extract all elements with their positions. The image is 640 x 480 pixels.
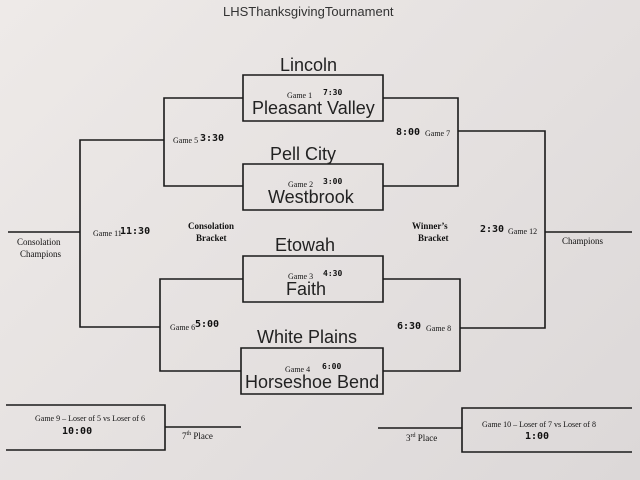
game-label: Game 7 — [425, 129, 451, 138]
game-time: 2:30 — [480, 224, 505, 235]
game-label: Game 11 — [93, 229, 122, 238]
game-label: Game 3 — [288, 272, 314, 281]
place-suffix: rd — [410, 433, 416, 439]
game-label: Game 6 — [170, 323, 196, 332]
game-time: 3:30 — [200, 133, 225, 144]
place-word: Place — [417, 433, 438, 443]
game-label: Game 9 – Loser of 5 vs Loser of 6 — [35, 414, 145, 423]
place-suffix: th — [186, 431, 192, 437]
game10-bracket — [461, 407, 632, 453]
page-title: LHSThanksgivingTournament — [223, 4, 394, 19]
game4-box — [240, 347, 384, 395]
team-name: Pell City — [270, 144, 337, 164]
champions-label: Champions — [562, 236, 604, 246]
game8-bracket — [383, 278, 461, 372]
game7-bracket — [383, 97, 459, 187]
game-time: 8:00 — [396, 127, 421, 138]
game-time: 4:30 — [323, 269, 343, 278]
game6-bracket — [159, 278, 243, 372]
consolation-bracket-label: Consolation — [188, 221, 235, 231]
game-time: 7:30 — [323, 88, 343, 97]
consolation-champions-label: Consolation — [17, 237, 61, 247]
consolation-bracket-label: Bracket — [196, 233, 227, 243]
team-name: Etowah — [275, 235, 336, 255]
seventh-place-label: 7th Place — [182, 431, 213, 441]
game-time: 1:00 — [525, 431, 550, 442]
winners-bracket-label: Winner’s — [412, 221, 448, 231]
game-time: 6:00 — [322, 362, 342, 371]
game-label: Game 10 – Loser of 7 vs Loser of 8 — [482, 420, 596, 429]
team-name: Lincoln — [280, 55, 338, 75]
game-label: Game 4 — [285, 365, 311, 374]
game-label: Game 2 — [288, 180, 314, 189]
place-number: 7 — [182, 431, 187, 441]
game-label: Game 12 — [508, 227, 538, 236]
consolation-champions-label: Champions — [20, 249, 62, 259]
game-label: Game 5 — [173, 136, 199, 145]
place-number: 3 — [406, 433, 411, 443]
game-time: 5:00 — [195, 319, 220, 330]
game5-bracket — [163, 97, 243, 187]
team-name: Westbrook — [268, 187, 354, 207]
team-name: White Plains — [257, 327, 358, 347]
game-time: 11:30 — [120, 226, 151, 237]
game11-bracket — [79, 139, 164, 328]
game-time: 3:00 — [323, 177, 343, 186]
game-time: 10:00 — [62, 426, 93, 437]
game2-box — [242, 163, 384, 211]
game1-box — [242, 74, 384, 122]
team-name: Pleasant Valley — [252, 98, 375, 118]
game-label: Game 8 — [426, 324, 452, 333]
place-word: Place — [193, 431, 213, 441]
team-name: Horseshoe Bend — [245, 372, 380, 392]
winners-bracket-label: Bracket — [418, 233, 449, 243]
third-place-label: 3rd Place — [406, 433, 437, 443]
game-time: 6:30 — [397, 321, 422, 332]
team-name: Faith — [286, 279, 327, 299]
game12-bracket — [458, 130, 546, 329]
game3-box — [242, 255, 384, 303]
game-label: Game 1 — [287, 91, 313, 100]
